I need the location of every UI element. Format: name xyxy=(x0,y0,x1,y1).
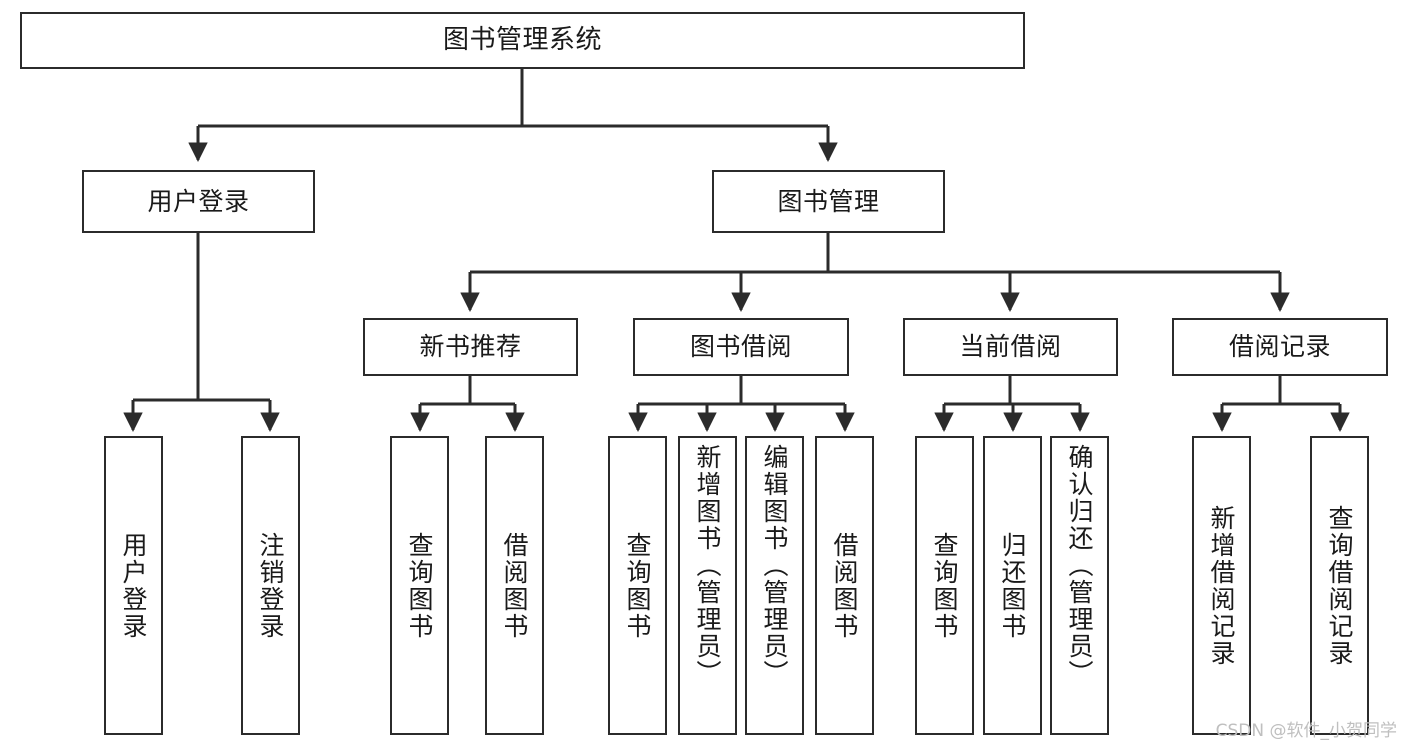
node-label: 查询图书 xyxy=(623,531,652,640)
node-label: 新增图书（管理员） xyxy=(693,444,722,687)
leaf-query-book-borrow[interactable]: 查询图书 xyxy=(608,436,667,735)
node-label: 借阅记录 xyxy=(1228,332,1331,361)
leaf-edit-book-admin[interactable]: 编辑图书（管理员） xyxy=(745,436,804,735)
node-borrowing-record[interactable]: 借阅记录 xyxy=(1172,318,1388,376)
leaf-user-login[interactable]: 用户登录 xyxy=(104,436,163,735)
node-label: 查询图书 xyxy=(405,531,434,640)
node-label: 新增借阅记录 xyxy=(1207,504,1236,667)
node-label: 新书推荐 xyxy=(419,332,522,361)
leaf-borrow-book-borrow[interactable]: 借阅图书 xyxy=(815,436,874,735)
leaf-logout[interactable]: 注销登录 xyxy=(241,436,300,735)
node-label: 当前借阅 xyxy=(959,332,1062,361)
node-current-borrowing[interactable]: 当前借阅 xyxy=(903,318,1118,376)
node-label: 借阅图书 xyxy=(830,531,859,640)
node-label: 用户登录 xyxy=(119,531,148,640)
leaf-query-borrow-record[interactable]: 查询借阅记录 xyxy=(1310,436,1369,735)
node-label: 图书管理系统 xyxy=(442,24,602,55)
node-label: 确认归还（管理员） xyxy=(1065,444,1094,687)
leaf-add-book-admin[interactable]: 新增图书（管理员） xyxy=(678,436,737,735)
node-new-book-recommendation[interactable]: 新书推荐 xyxy=(363,318,578,376)
node-book-management[interactable]: 图书管理 xyxy=(712,170,945,233)
node-label: 借阅图书 xyxy=(500,531,529,640)
node-label: 注销登录 xyxy=(256,531,285,640)
node-label: 图书借阅 xyxy=(689,332,792,361)
node-book-borrowing[interactable]: 图书借阅 xyxy=(633,318,849,376)
leaf-add-borrow-record[interactable]: 新增借阅记录 xyxy=(1192,436,1251,735)
leaf-borrow-book-recommend[interactable]: 借阅图书 xyxy=(485,436,544,735)
node-label: 用户登录 xyxy=(147,186,250,216)
leaf-query-book-current[interactable]: 查询图书 xyxy=(915,436,974,735)
node-label: 归还图书 xyxy=(998,531,1027,640)
node-label: 图书管理 xyxy=(777,186,880,216)
node-root-book-management-system[interactable]: 图书管理系统 xyxy=(20,12,1025,69)
leaf-confirm-return-admin[interactable]: 确认归还（管理员） xyxy=(1050,436,1109,735)
leaf-return-book[interactable]: 归还图书 xyxy=(983,436,1042,735)
node-user-login[interactable]: 用户登录 xyxy=(82,170,315,233)
leaf-query-book-recommend[interactable]: 查询图书 xyxy=(390,436,449,735)
watermark: CSDN @软件_小贺同学 xyxy=(1215,721,1397,741)
node-label: 查询图书 xyxy=(930,531,959,640)
node-label: 编辑图书（管理员） xyxy=(760,444,789,687)
node-label: 查询借阅记录 xyxy=(1325,504,1354,667)
